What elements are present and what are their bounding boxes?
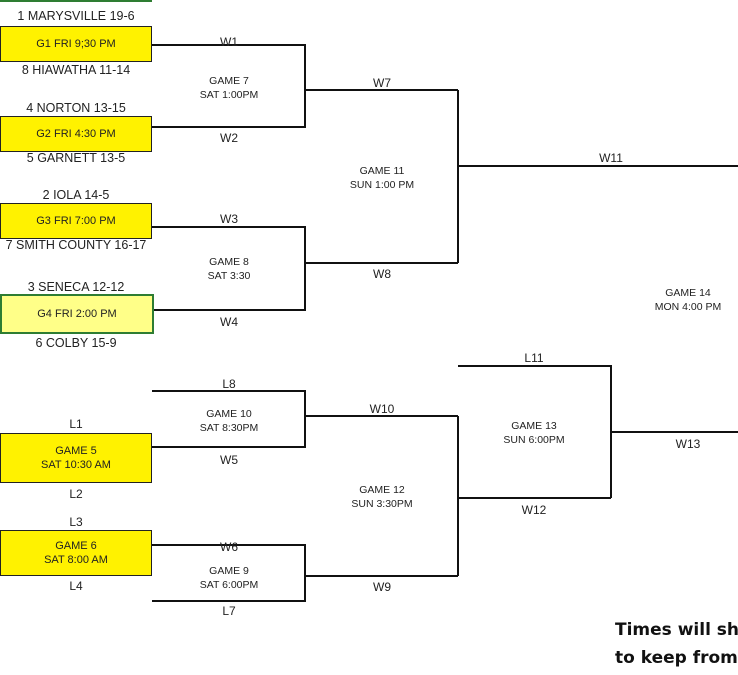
team-5-garnett: 5 GARNETT 13-5 bbox=[26, 151, 126, 165]
label-w13: W13 bbox=[675, 437, 701, 451]
game-5-time: SAT 10:30 AM bbox=[41, 459, 111, 471]
game-5-box[interactable]: GAME 5 SAT 10:30 AM bbox=[0, 433, 152, 483]
top-edge bbox=[0, 0, 152, 2]
label-w1: W1 bbox=[220, 35, 238, 49]
game-4-box[interactable]: G4 FRI 2:00 PM bbox=[0, 294, 154, 334]
team-7-smith-county: 7 SMITH COUNTY 16-17 bbox=[5, 238, 147, 252]
label-l1: L1 bbox=[69, 417, 83, 431]
label-l4: L4 bbox=[69, 579, 83, 593]
label-l8: L8 bbox=[222, 377, 236, 391]
label-l11: L11 bbox=[524, 351, 544, 365]
label-l7: L7 bbox=[222, 604, 236, 618]
label-w4: W4 bbox=[220, 315, 238, 329]
game-6-time: SAT 8:00 AM bbox=[44, 554, 108, 566]
game-6-title: GAME 6 bbox=[55, 540, 97, 552]
team-6-colby: 6 COLBY 15-9 bbox=[35, 336, 117, 350]
team-4-norton: 4 NORTON 13-15 bbox=[26, 101, 126, 115]
team-2-iola: 2 IOLA 14-5 bbox=[42, 188, 110, 202]
label-w8: W8 bbox=[373, 267, 391, 281]
game-3-box[interactable]: G3 FRI 7:00 PM bbox=[0, 203, 152, 239]
label-w3: W3 bbox=[220, 212, 238, 226]
game-5-title: GAME 5 bbox=[55, 445, 97, 457]
label-w10: W10 bbox=[369, 402, 395, 416]
footer-note-line-2: to keep from bbox=[615, 648, 738, 668]
label-w11: W11 bbox=[599, 151, 623, 165]
label-w12: W12 bbox=[521, 503, 547, 517]
label-w7: W7 bbox=[373, 76, 391, 90]
label-l3: L3 bbox=[69, 515, 83, 529]
game-3-label: G3 FRI 7:00 PM bbox=[36, 215, 116, 227]
game-6-box[interactable]: GAME 6 SAT 8:00 AM bbox=[0, 530, 152, 576]
game-2-label: G2 FRI 4:30 PM bbox=[36, 128, 116, 140]
label-w6: W6 bbox=[220, 540, 238, 554]
game-1-box[interactable]: G1 FRI 9;30 PM bbox=[0, 26, 152, 62]
label-w9: W9 bbox=[373, 580, 391, 594]
team-1-marysville: 1 MARYSVILLE 19-6 bbox=[17, 9, 135, 23]
game-2-box[interactable]: G2 FRI 4:30 PM bbox=[0, 116, 152, 152]
label-w5: W5 bbox=[220, 453, 238, 467]
footer-note-line-1: Times will sh bbox=[615, 620, 738, 640]
game-4-label: G4 FRI 2:00 PM bbox=[37, 308, 117, 320]
team-3-seneca: 3 SENECA 12-12 bbox=[27, 280, 125, 294]
label-w2: W2 bbox=[220, 131, 238, 145]
label-l2: L2 bbox=[69, 487, 83, 501]
game-1-label: G1 FRI 9;30 PM bbox=[36, 38, 116, 50]
team-8-hiawatha: 8 HIAWATHA 11-14 bbox=[21, 63, 131, 77]
